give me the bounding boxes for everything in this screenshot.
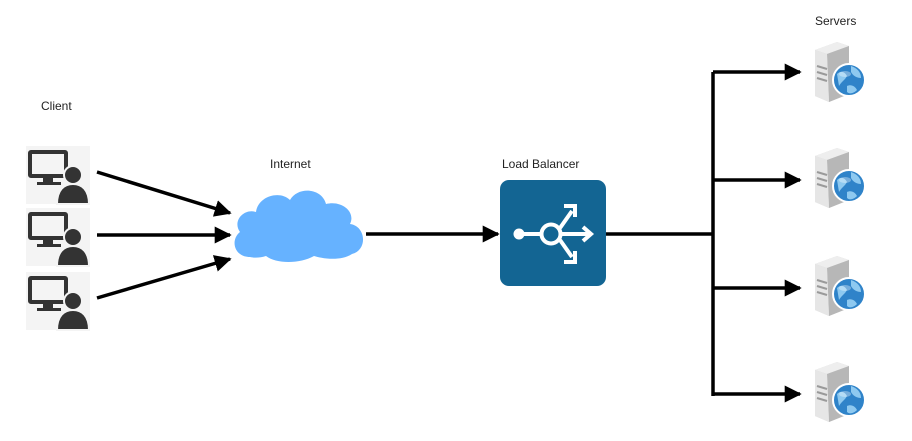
client-to-internet-arrow xyxy=(96,170,232,217)
load-balancer-label: Load Balancer xyxy=(502,157,579,171)
internet-label: Internet xyxy=(270,157,311,171)
user-computer-icon xyxy=(24,144,92,206)
web-server-icon xyxy=(814,255,866,317)
client-to-internet-arrow xyxy=(96,255,232,300)
user-computer-icon xyxy=(24,206,92,268)
web-server-icon xyxy=(814,361,866,423)
web-server-icon xyxy=(814,147,866,209)
load-balancer-icon xyxy=(500,180,606,286)
servers-label: Servers xyxy=(815,14,856,28)
client-label: Client xyxy=(41,99,72,113)
cloud-icon xyxy=(234,190,364,262)
web-server-icon xyxy=(814,41,866,103)
user-computer-icon xyxy=(24,270,92,332)
